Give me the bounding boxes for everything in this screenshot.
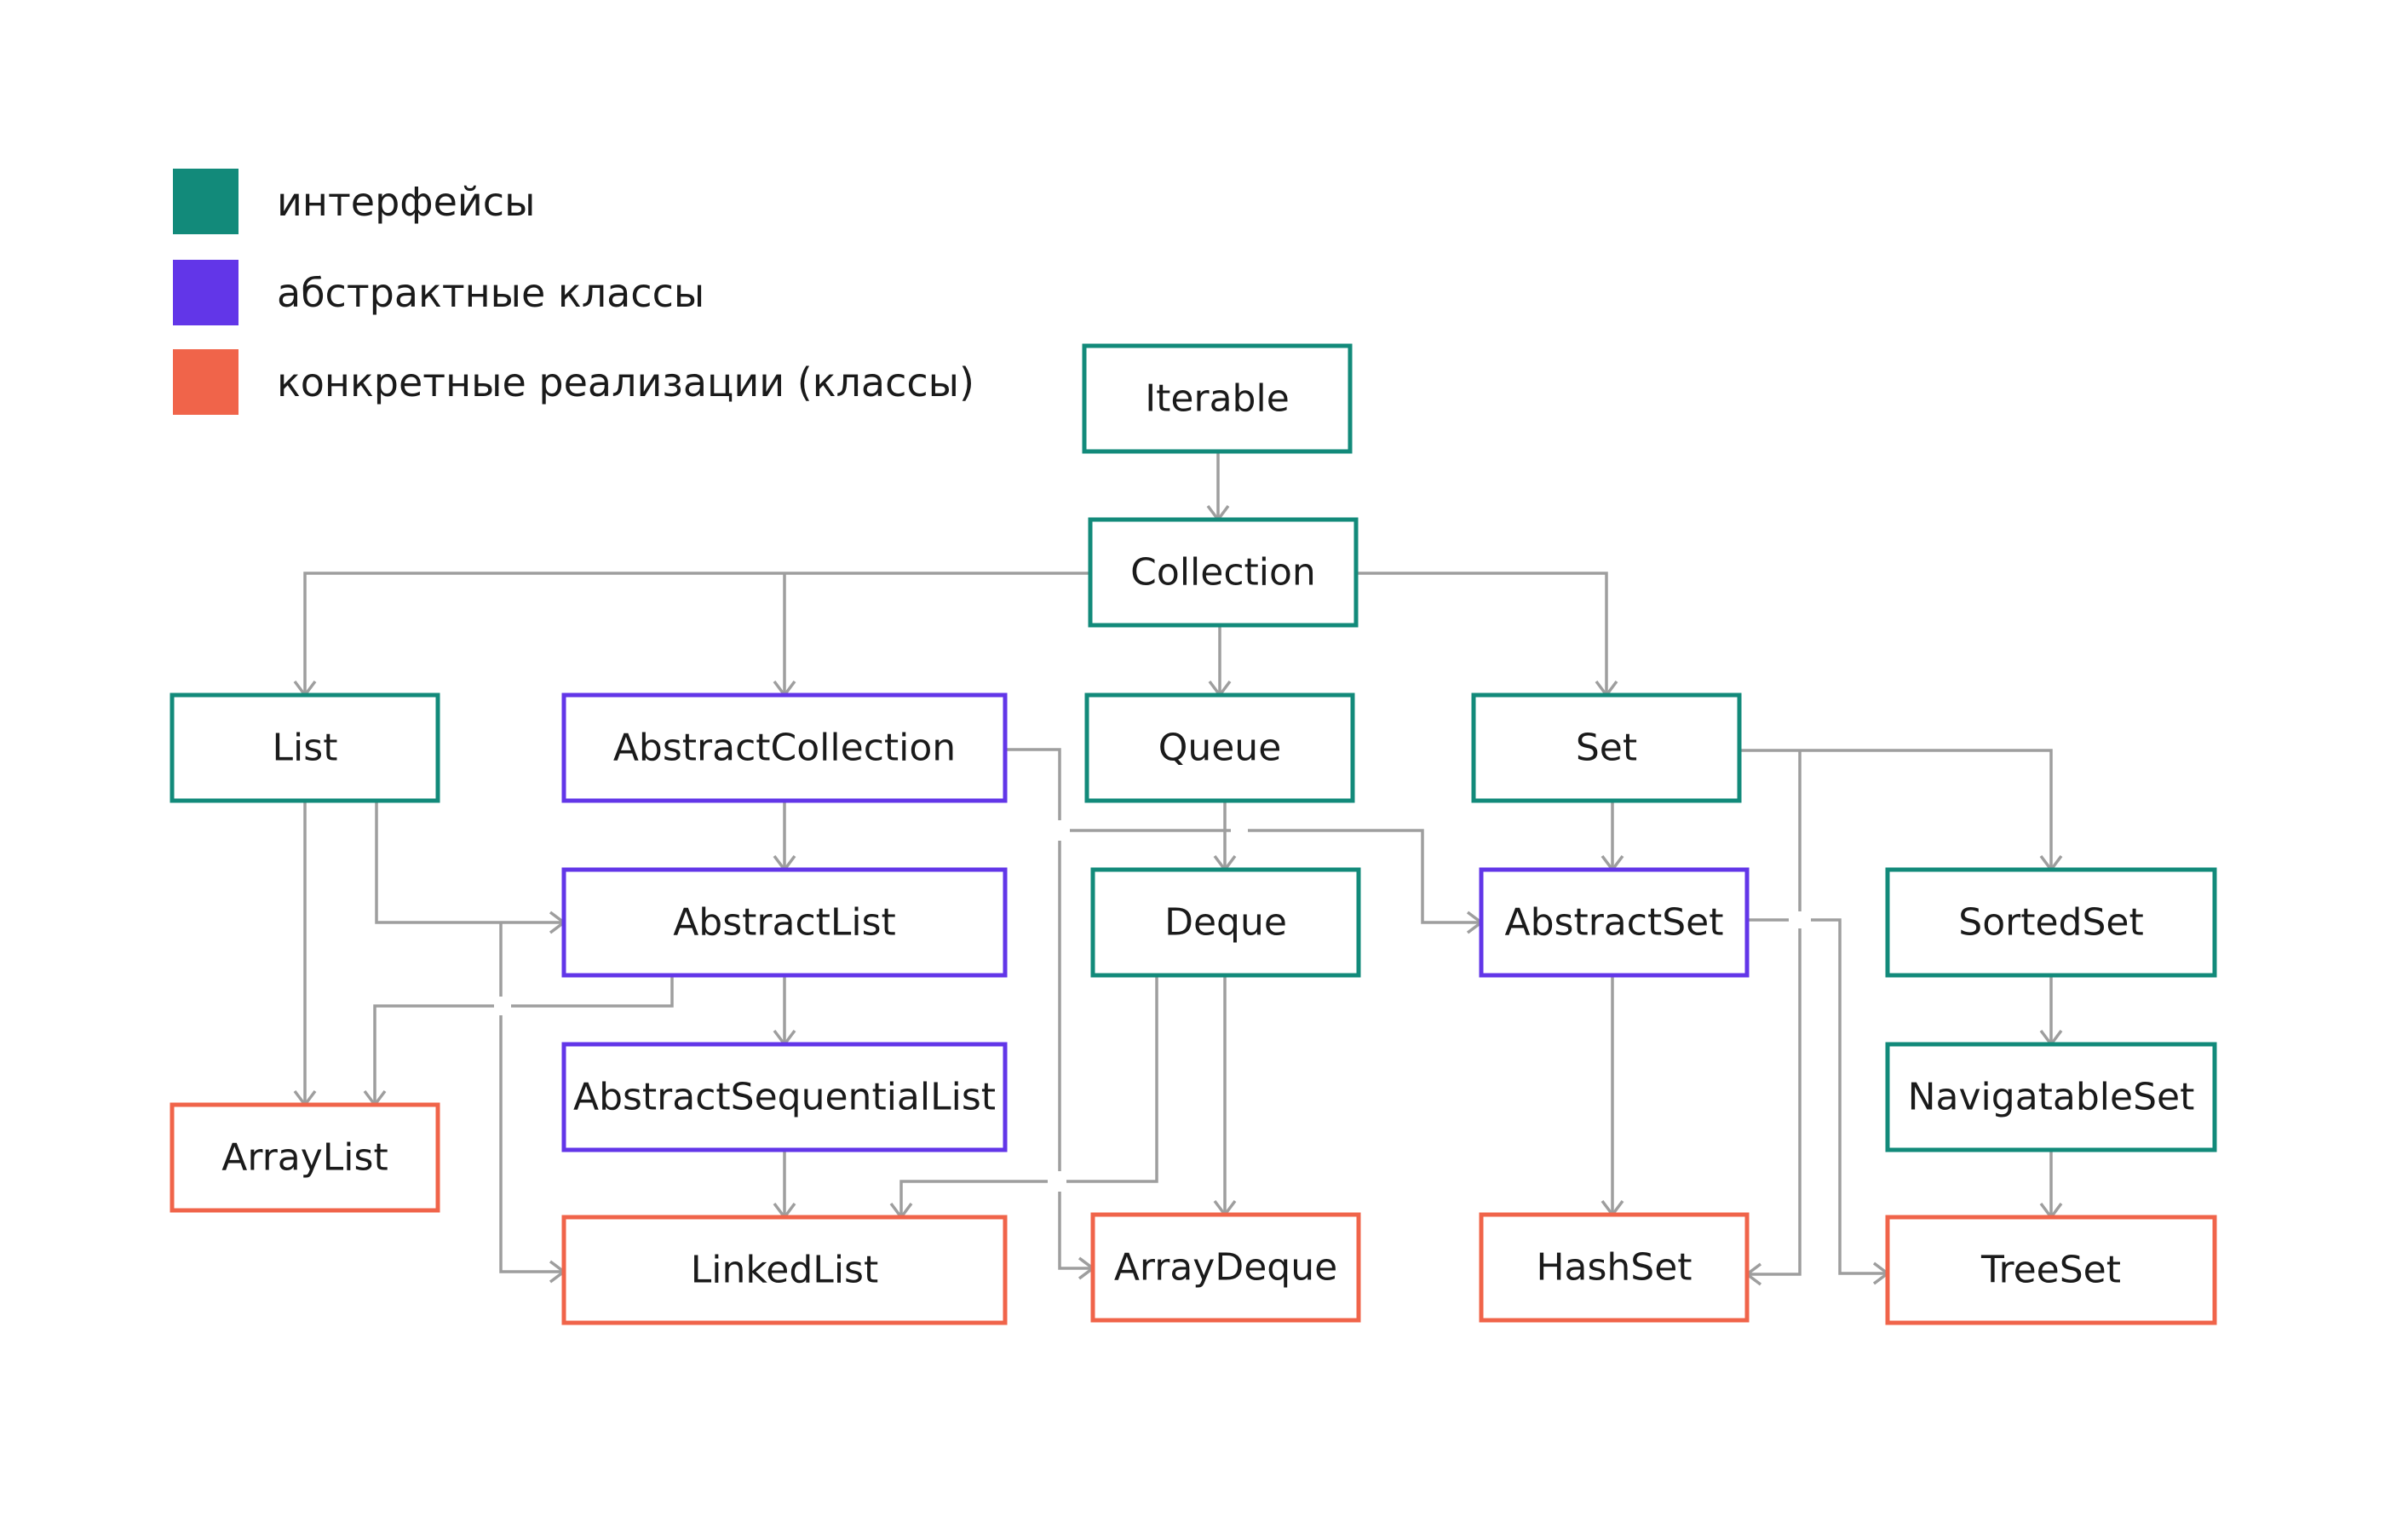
- node-label: List: [273, 727, 338, 770]
- legend-label-interface: интерфейсы: [277, 178, 536, 225]
- node-hash-set: HashSet: [1479, 1212, 1750, 1323]
- node-label: NavigatableSet: [1908, 1076, 2195, 1119]
- legend-label-concrete: конкретные реализации (классы): [277, 359, 974, 405]
- node-list: List: [170, 692, 440, 803]
- node-box: [561, 1215, 1008, 1325]
- node-label: Iterable: [1145, 377, 1290, 421]
- node-box: [170, 1102, 440, 1213]
- node-box: [1090, 1212, 1361, 1323]
- edge-collection-to-queue: [1208, 625, 1232, 698]
- edge-set-to-hash-set: [1744, 750, 1802, 1286]
- legend-swatch-interface: [173, 169, 238, 234]
- edge-deque-to-array-deque: [1213, 975, 1237, 1217]
- node-label: AbstractSequentialList: [573, 1076, 996, 1119]
- node-label: Deque: [1164, 901, 1287, 945]
- edge-iterable-to-collection: [1206, 451, 1230, 522]
- node-label: AbstractList: [673, 901, 896, 945]
- node-box: [1088, 517, 1359, 628]
- edge-abstract-collection-to-abstract-list: [773, 801, 796, 872]
- node-abstract-collection: AbstractCollection: [561, 692, 1008, 803]
- node-label: Queue: [1158, 727, 1282, 770]
- edge-abstract-set-to-tree-set: [1747, 918, 1890, 1285]
- legend-swatch-concrete: [173, 349, 238, 415]
- node-label: HashSet: [1536, 1246, 1692, 1290]
- node-sorted-set: SortedSet: [1885, 867, 2217, 978]
- node-deque: Deque: [1090, 867, 1361, 978]
- node-label: ArrayDeque: [1114, 1246, 1337, 1290]
- edge-list-to-array-list: [293, 801, 317, 1107]
- node-label: LinkedList: [691, 1249, 878, 1292]
- edge-set-to-sorted-set: [1739, 749, 2063, 872]
- edge-line: [1739, 749, 2053, 870]
- node-box: [1084, 692, 1355, 803]
- node-box: [1479, 867, 1750, 978]
- edge-abstract-list-to-abstract-sequential-list: [773, 975, 796, 1047]
- line-crossing-gap: [1231, 820, 1248, 841]
- legend-swatch-abstract: [173, 260, 238, 325]
- node-box: [561, 692, 1008, 803]
- node-array-list: ArrayList: [170, 1102, 440, 1213]
- edge-line: [1747, 918, 1888, 1275]
- edge-collection-to-set: [1356, 572, 1618, 698]
- node-box: [1885, 1042, 2217, 1152]
- edge-line: [1005, 748, 1093, 1270]
- edge-list-to-linked-list: [499, 922, 566, 1284]
- node-box: [561, 867, 1008, 978]
- node-linked-list: LinkedList: [561, 1215, 1008, 1325]
- node-label: SortedSet: [1958, 901, 2143, 945]
- node-label: Set: [1576, 727, 1637, 770]
- node-box: [1885, 867, 2217, 978]
- node-abstract-list: AbstractList: [561, 867, 1008, 978]
- node-box: [1090, 867, 1361, 978]
- node-box: [561, 1042, 1008, 1152]
- edge-collection-to-abstract-collection: [773, 573, 796, 698]
- legend-label-abstract: абстрактные классы: [277, 269, 705, 316]
- node-box: [1885, 1215, 2217, 1325]
- edge-line: [373, 975, 674, 1105]
- edge-abstract-set-to-hash-set: [1601, 975, 1624, 1217]
- node-box: [1479, 1212, 1750, 1323]
- line-crossing-gap: [1049, 820, 1070, 841]
- node-label: Collection: [1130, 551, 1316, 595]
- edge-abstract-collection-to-array-deque: [1005, 748, 1095, 1280]
- node-box: [1082, 343, 1353, 454]
- node-label: ArrayList: [221, 1136, 388, 1180]
- node-label: AbstractSet: [1505, 901, 1724, 945]
- edge-sorted-set-to-navigatable-set: [2039, 975, 2063, 1047]
- node-navigatable-set: NavigatableSet: [1885, 1042, 2217, 1152]
- node-set: Set: [1471, 692, 1742, 803]
- edge-line: [303, 572, 1090, 695]
- legend-item-abstract: абстрактные классы: [173, 260, 704, 325]
- edge-list-to-abstract-list: [375, 801, 566, 934]
- node-box: [1471, 692, 1742, 803]
- node-iterable: Iterable: [1082, 343, 1353, 454]
- line-crossing-gap: [494, 997, 511, 1015]
- node-tree-set: TreeSet: [1885, 1215, 2217, 1325]
- edge-navigatable-set-to-tree-set: [2039, 1150, 2063, 1220]
- node-label: TreeSet: [1980, 1249, 2121, 1292]
- edge-line: [1356, 572, 1608, 695]
- node-box: [170, 692, 440, 803]
- edge-line: [899, 975, 1158, 1217]
- edge-collection-to-list: [293, 572, 1090, 698]
- edges: [293, 451, 2063, 1286]
- node-collection: Collection: [1088, 517, 1359, 628]
- legend-item-concrete: конкретные реализации (классы): [173, 349, 974, 415]
- edge-abstract-sequential-list-to-linked-list: [773, 1150, 796, 1220]
- node-abstract-sequential-list: AbstractSequentialList: [561, 1042, 1008, 1152]
- node-array-deque: ArrayDeque: [1090, 1212, 1361, 1323]
- node-queue: Queue: [1084, 692, 1355, 803]
- legend-item-interface: интерфейсы: [173, 169, 535, 234]
- edge-line: [1747, 750, 1802, 1276]
- edge-set-to-abstract-set: [1601, 801, 1624, 872]
- line-crossing-gap: [1048, 1171, 1066, 1192]
- node-abstract-set: AbstractSet: [1479, 867, 1750, 978]
- edge-line: [499, 922, 564, 1273]
- line-crossing-gap: [1789, 911, 1811, 928]
- edge-line: [375, 801, 564, 924]
- node-label: AbstractCollection: [613, 727, 956, 770]
